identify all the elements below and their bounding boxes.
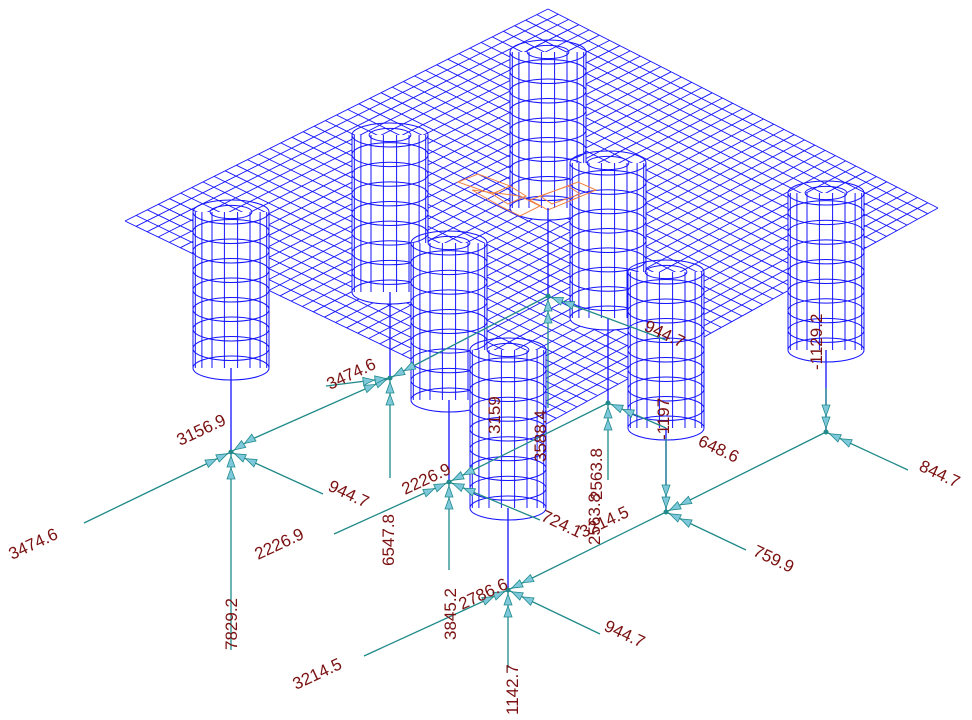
support-lines bbox=[83, 208, 909, 668]
label-support-d-top: 2786.6 bbox=[456, 574, 511, 613]
label-support-a-down: 7829.2 bbox=[222, 598, 241, 650]
load-marker bbox=[456, 173, 598, 217]
pile-3 bbox=[509, 39, 587, 221]
label-support-h-right: 844.7 bbox=[916, 456, 963, 491]
reaction-arrows bbox=[204, 293, 853, 618]
label-support-g-up: 2563.8 bbox=[585, 493, 604, 545]
reaction-lines bbox=[83, 295, 909, 668]
label-support-f-right: 648.6 bbox=[695, 431, 742, 466]
label-support-e-up: 2563.8 bbox=[587, 448, 606, 500]
label-support-a-right: 944.7 bbox=[325, 476, 372, 511]
label-support-f-up: -1197 bbox=[654, 398, 673, 440]
label-support-h-up: -1129.2 bbox=[807, 314, 826, 370]
label-support-c-down: 3845.2 bbox=[441, 588, 460, 640]
pile-group bbox=[192, 39, 865, 521]
label-support-d-right: 944.7 bbox=[601, 616, 648, 651]
label-support-c-left: 2226.9 bbox=[252, 524, 307, 563]
load-marker-outline bbox=[456, 173, 598, 217]
label-support-c-up: 3159 bbox=[485, 396, 504, 434]
label-support-d-down: 1142.7 bbox=[503, 664, 522, 715]
label-support-d-left: 3214.5 bbox=[290, 654, 345, 693]
pile-7 bbox=[787, 180, 865, 363]
label-support-a-top: 3156.9 bbox=[174, 410, 229, 449]
pile-6 bbox=[627, 259, 705, 441]
label-support-b-down: 6547.8 bbox=[379, 514, 398, 566]
label-support-center-up: 3588.4 bbox=[531, 410, 550, 462]
label-support-a-left: 3474.6 bbox=[6, 524, 61, 563]
label-support-g-right: 759.9 bbox=[750, 541, 797, 576]
pile-2 bbox=[351, 122, 429, 305]
pile-1 bbox=[192, 199, 270, 381]
